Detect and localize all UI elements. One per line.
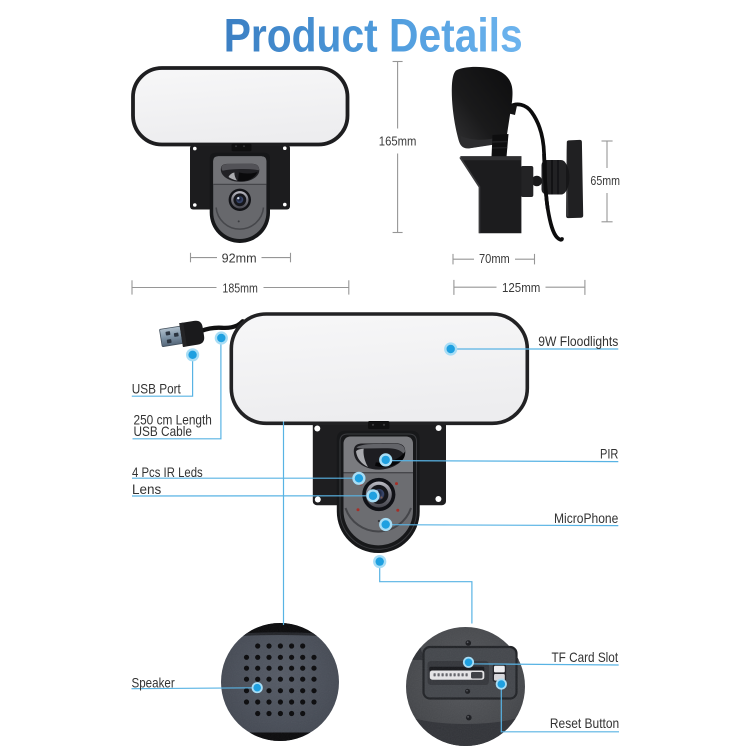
svg-text:125mm: 125mm (502, 280, 540, 295)
svg-text:USB Port: USB Port (132, 381, 181, 397)
svg-text:250 cm Length: 250 cm Length (134, 412, 212, 428)
svg-text:USB Cable: USB Cable (134, 423, 193, 439)
svg-text:70mm: 70mm (479, 251, 510, 266)
svg-text:Lens: Lens (132, 481, 161, 497)
svg-text:Reset Button: Reset Button (550, 715, 619, 731)
svg-text:92mm: 92mm (222, 250, 257, 265)
svg-text:MicroPhone: MicroPhone (554, 510, 618, 526)
svg-text:165mm: 165mm (379, 134, 417, 149)
svg-text:Speaker: Speaker (132, 674, 175, 690)
svg-text:4 Pcs IR Leds: 4 Pcs IR Leds (132, 464, 203, 480)
svg-text:9W Floodlights: 9W Floodlights (538, 333, 618, 349)
svg-text:Product Details: Product Details (224, 9, 523, 62)
svg-text:65mm: 65mm (590, 173, 620, 188)
svg-text:PIR: PIR (600, 445, 618, 461)
svg-text:TF Card Slot: TF Card Slot (552, 649, 619, 665)
svg-text:185mm: 185mm (222, 280, 258, 295)
